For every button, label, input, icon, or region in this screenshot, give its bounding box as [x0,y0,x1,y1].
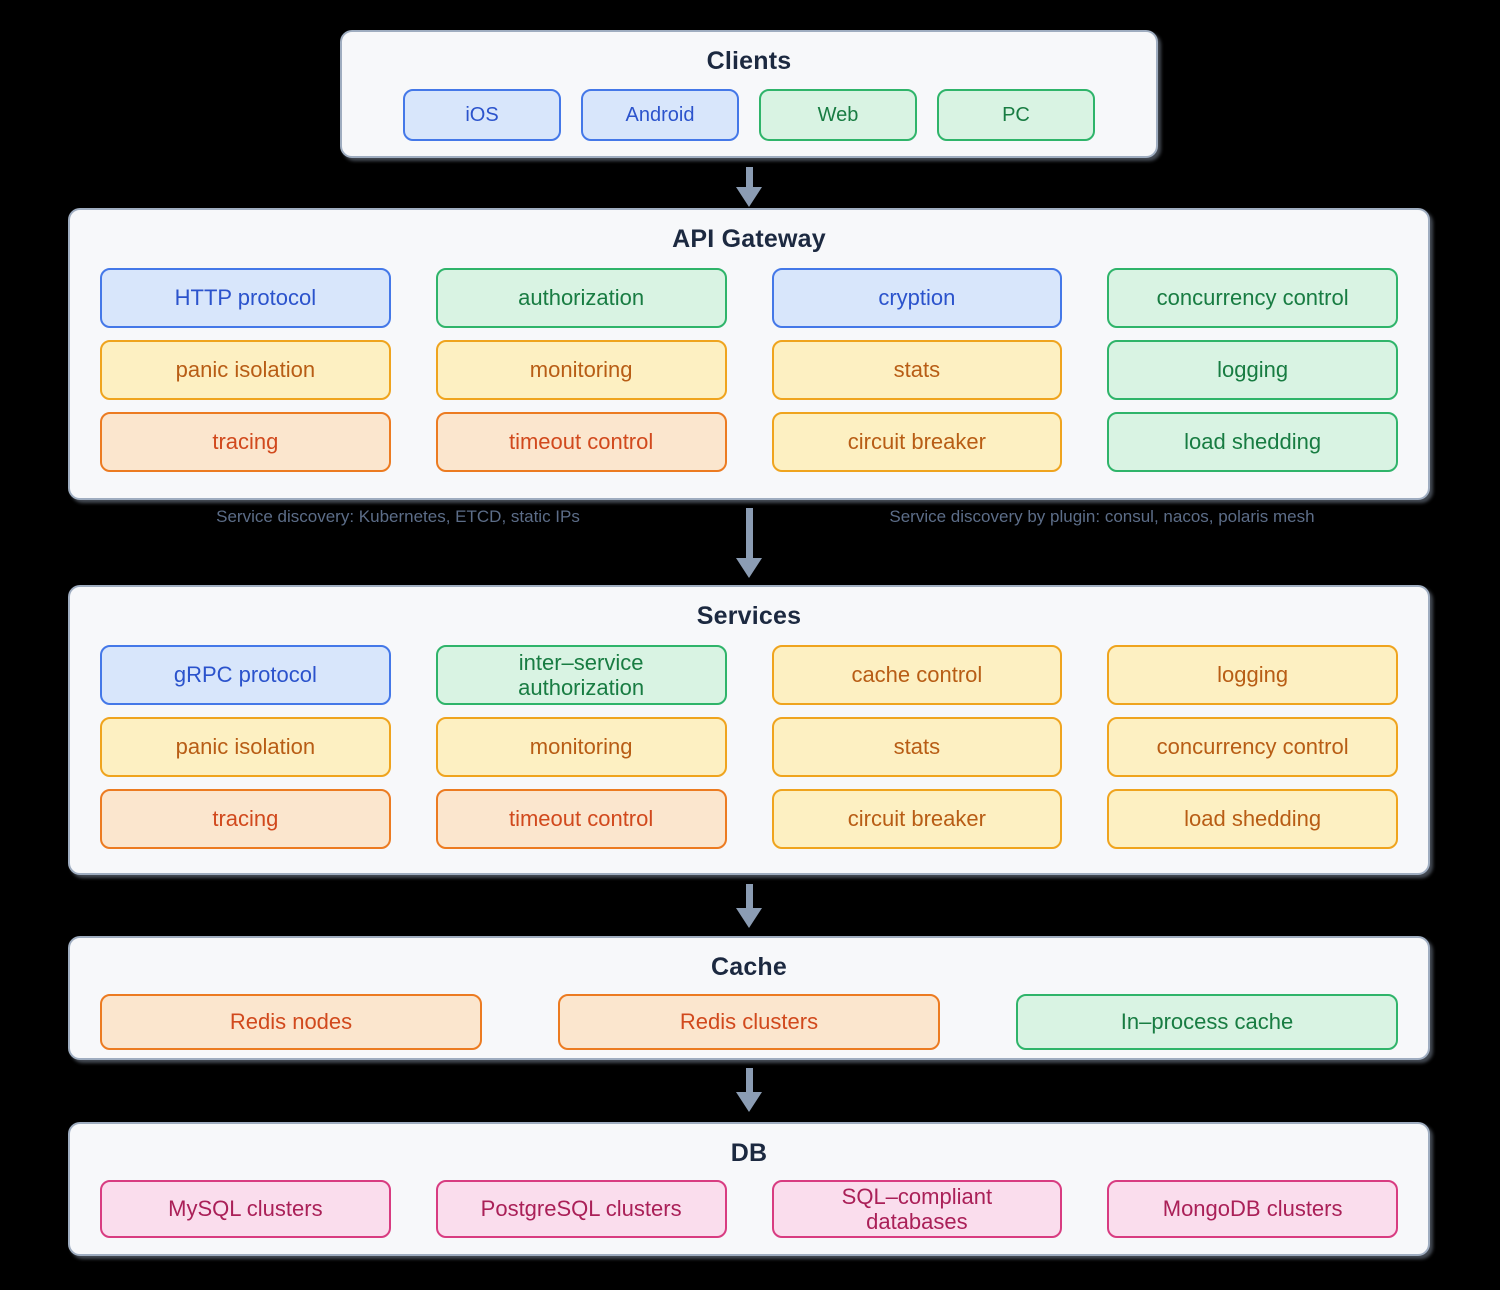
api-gateway-node-grid: HTTP protocol authorization cryption concur… [70,268,1428,472]
node-in-process-cache: In–process cache [1016,994,1398,1050]
node-authorization: authorization [435,268,727,328]
node-pc: PC [937,89,1095,141]
node-tracing: tracing [100,412,391,472]
node-timeout-control: timeout control [435,412,727,472]
node-timeout-control: timeout control [435,789,727,849]
flow-arrow-clients-to-gateway [736,167,762,207]
node-concurrency-control: concurrency control [1107,268,1398,328]
node-circuit-breaker: circuit breaker [771,789,1063,849]
node-postgresql-clusters: PostgreSQL clusters [435,1180,727,1238]
arrow-head-icon [736,1092,762,1112]
node-web: Web [759,89,917,141]
node-mongodb-clusters: MongoDB clusters [1107,1180,1398,1238]
section-title-clients: Clients [706,47,792,75]
section-title-cache: Cache [710,953,788,981]
arrow-stem [745,508,753,558]
node-grpc-protocol: gRPC protocol [100,645,391,705]
node-logging: logging [1107,645,1398,705]
arrow-head-icon [736,187,762,207]
services-node-grid: gRPC protocol inter–service authorization… [70,645,1428,849]
section-title-services: Services [696,602,802,630]
section-db: DB MySQL clusters PostgreSQL clusters SQL–… [68,1122,1430,1256]
section-services: Services gRPC protocol inter–service auth… [68,585,1430,875]
node-inter-service-authorization: inter–service authorization [435,645,727,705]
node-android: Android [581,89,739,141]
section-cache: Cache Redis nodes Redis clusters In–proces… [68,936,1430,1060]
node-circuit-breaker: circuit breaker [771,412,1063,472]
section-api-gateway: API Gateway HTTP protocol authorization cr… [68,208,1430,500]
arrow-head-icon [736,558,762,578]
node-http-protocol: HTTP protocol [100,268,391,328]
node-redis-clusters: Redis clusters [558,994,940,1050]
node-monitoring: monitoring [435,340,727,400]
arrow-stem [745,167,753,187]
node-cache-control: cache control [771,645,1063,705]
node-concurrency-control: concurrency control [1107,717,1398,777]
node-redis-nodes: Redis nodes [100,994,482,1050]
arrow-stem [745,884,753,908]
flow-arrow-services-to-cache [736,884,762,928]
node-panic-isolation: panic isolation [100,717,391,777]
node-load-shedding: load shedding [1107,412,1398,472]
section-title-db: DB [730,1139,768,1167]
arrow-head-icon [736,908,762,928]
node-monitoring: monitoring [435,717,727,777]
node-panic-isolation: panic isolation [100,340,391,400]
db-node-grid: MySQL clusters PostgreSQL clusters SQL–com… [70,1180,1428,1238]
section-clients: Clients iOS Android Web PC [340,30,1158,158]
clients-node-row: iOS Android Web PC [342,89,1156,141]
node-ios: iOS [403,89,561,141]
node-sql-compliant-databases: SQL–compliant databases [771,1180,1063,1238]
node-cryption: cryption [771,268,1063,328]
node-logging: logging [1107,340,1398,400]
node-load-shedding: load shedding [1107,789,1398,849]
cache-node-row: Redis nodes Redis clusters In–process cach… [70,994,1428,1050]
node-mysql-clusters: MySQL clusters [100,1180,391,1238]
node-stats: stats [771,717,1063,777]
flow-arrow-cache-to-db [736,1068,762,1112]
node-tracing: tracing [100,789,391,849]
section-title-api-gateway: API Gateway [672,225,826,253]
caption-service-discovery-left: Service discovery: Kubernetes, ETCD, sta… [216,507,580,526]
node-stats: stats [771,340,1063,400]
arrow-stem [745,1068,753,1092]
flow-arrow-gateway-to-services [736,508,762,578]
caption-service-discovery-right: Service discovery by plugin: consul, nac… [889,507,1315,526]
